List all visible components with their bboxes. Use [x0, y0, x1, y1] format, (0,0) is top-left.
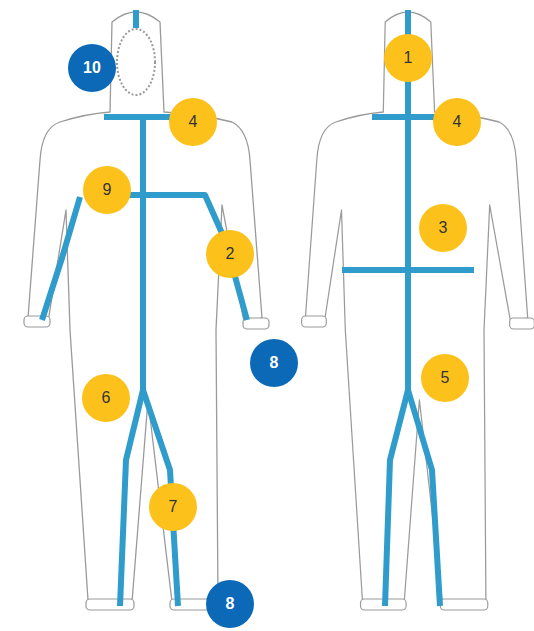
callout-number: 8 [270, 355, 279, 371]
callout-circle: 6 [82, 374, 130, 422]
callout-circle: 3 [419, 204, 467, 252]
callout-number: 9 [103, 182, 112, 198]
callout-number: 8 [226, 596, 235, 612]
front-coverall [24, 12, 269, 610]
callout-circle: 8 [206, 580, 254, 628]
callout-circle: 7 [149, 483, 197, 531]
callout-circle: 4 [433, 98, 481, 146]
callout-number: 5 [441, 370, 450, 386]
callout-number: 2 [226, 246, 235, 262]
callout-circle: 10 [68, 44, 116, 92]
callout-number: 10 [83, 60, 101, 76]
callout-number: 1 [404, 50, 413, 66]
back-coverall [302, 12, 534, 610]
callout-number: 7 [169, 499, 178, 515]
face-opening [117, 29, 155, 95]
callout-number: 4 [189, 114, 198, 130]
callout-circle: 2 [206, 230, 254, 278]
callout-number: 4 [453, 114, 462, 130]
callout-number: 6 [102, 390, 111, 406]
callout-circle: 4 [169, 98, 217, 146]
front-seams [42, 10, 247, 606]
callout-circle: 1 [384, 34, 432, 82]
callout-circle: 5 [421, 354, 469, 402]
callout-number: 3 [439, 220, 448, 236]
callout-circle: 9 [83, 166, 131, 214]
callout-circle: 8 [250, 339, 298, 387]
